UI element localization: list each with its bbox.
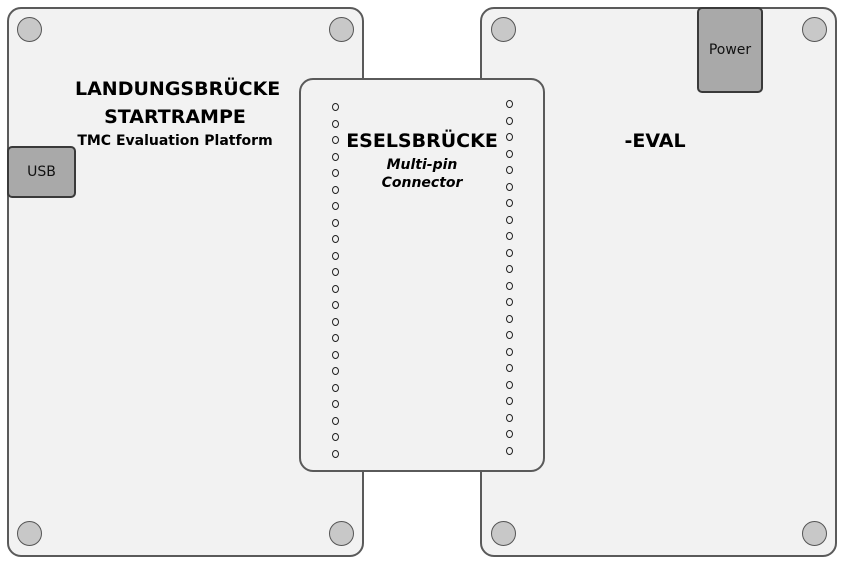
connector-pin bbox=[506, 446, 513, 455]
connector-pin bbox=[332, 350, 339, 359]
connector-pin bbox=[332, 218, 339, 227]
connector-pin bbox=[506, 199, 513, 207]
connector-pin bbox=[332, 433, 339, 441]
connector-pin bbox=[506, 413, 513, 422]
connector-pin bbox=[506, 133, 513, 141]
connector-pin bbox=[506, 364, 513, 372]
connector-pin bbox=[332, 334, 339, 342]
usb-label: USB bbox=[27, 164, 56, 180]
connector-pin bbox=[332, 400, 339, 408]
connector-pin bbox=[506, 298, 513, 306]
connector-pin bbox=[332, 367, 339, 375]
connector-pin bbox=[506, 265, 513, 273]
connector-pin bbox=[332, 202, 339, 210]
mounting-hole bbox=[491, 521, 516, 546]
connector-pin bbox=[332, 185, 339, 194]
mounting-hole bbox=[329, 17, 354, 42]
mounting-hole bbox=[802, 521, 827, 546]
connector-pin bbox=[506, 232, 513, 240]
connector-subtitle: Multi-pin bbox=[386, 157, 458, 173]
connector-pin bbox=[506, 182, 513, 191]
connector-pin bbox=[506, 100, 513, 108]
power-connector: Power bbox=[697, 7, 763, 93]
board-title-2: STARTRAMPE bbox=[104, 106, 246, 128]
connector-pin bbox=[332, 235, 339, 243]
mounting-hole bbox=[802, 17, 827, 42]
mounting-hole bbox=[491, 17, 516, 42]
connector-pin bbox=[332, 449, 339, 458]
connector-pin bbox=[332, 416, 339, 425]
connector-pin bbox=[332, 136, 339, 144]
connector-subtitle-2: Connector bbox=[381, 175, 463, 191]
connector-pin bbox=[332, 317, 339, 326]
power-label: Power bbox=[708, 42, 752, 58]
board-subtitle: TMC Evaluation Platform bbox=[77, 133, 273, 149]
usb-port: USB bbox=[7, 146, 76, 198]
mounting-hole bbox=[17, 17, 42, 42]
connector-pin bbox=[506, 331, 513, 339]
connector-pin bbox=[506, 248, 513, 257]
board-title: LANDUNGSBRÜCKE bbox=[75, 78, 281, 100]
eval-title: -EVAL bbox=[624, 130, 686, 152]
eselsbruecke-connector: ESELSBRÜCKE Multi-pin Connector bbox=[299, 78, 545, 472]
connector-pin bbox=[506, 149, 513, 158]
connector-pin bbox=[506, 314, 513, 323]
connector-pin bbox=[506, 380, 513, 389]
connector-pin bbox=[332, 301, 339, 309]
connector-pin bbox=[506, 116, 513, 125]
connector-pin bbox=[332, 152, 339, 161]
connector-pin bbox=[506, 215, 513, 224]
mounting-hole bbox=[17, 521, 42, 546]
connector-pin bbox=[332, 383, 339, 392]
mounting-hole bbox=[329, 521, 354, 546]
connector-pin bbox=[332, 268, 339, 276]
connector-pin bbox=[506, 397, 513, 405]
connector-pin bbox=[332, 251, 339, 260]
connector-pin bbox=[332, 284, 339, 293]
connector-pin bbox=[332, 103, 339, 111]
connector-pin bbox=[506, 347, 513, 356]
connector-pin bbox=[332, 119, 339, 128]
connector-pin bbox=[506, 281, 513, 290]
connector-pin bbox=[506, 166, 513, 174]
connector-title: ESELSBRÜCKE bbox=[346, 130, 498, 152]
connector-pin bbox=[506, 430, 513, 438]
connector-pin bbox=[332, 169, 339, 177]
